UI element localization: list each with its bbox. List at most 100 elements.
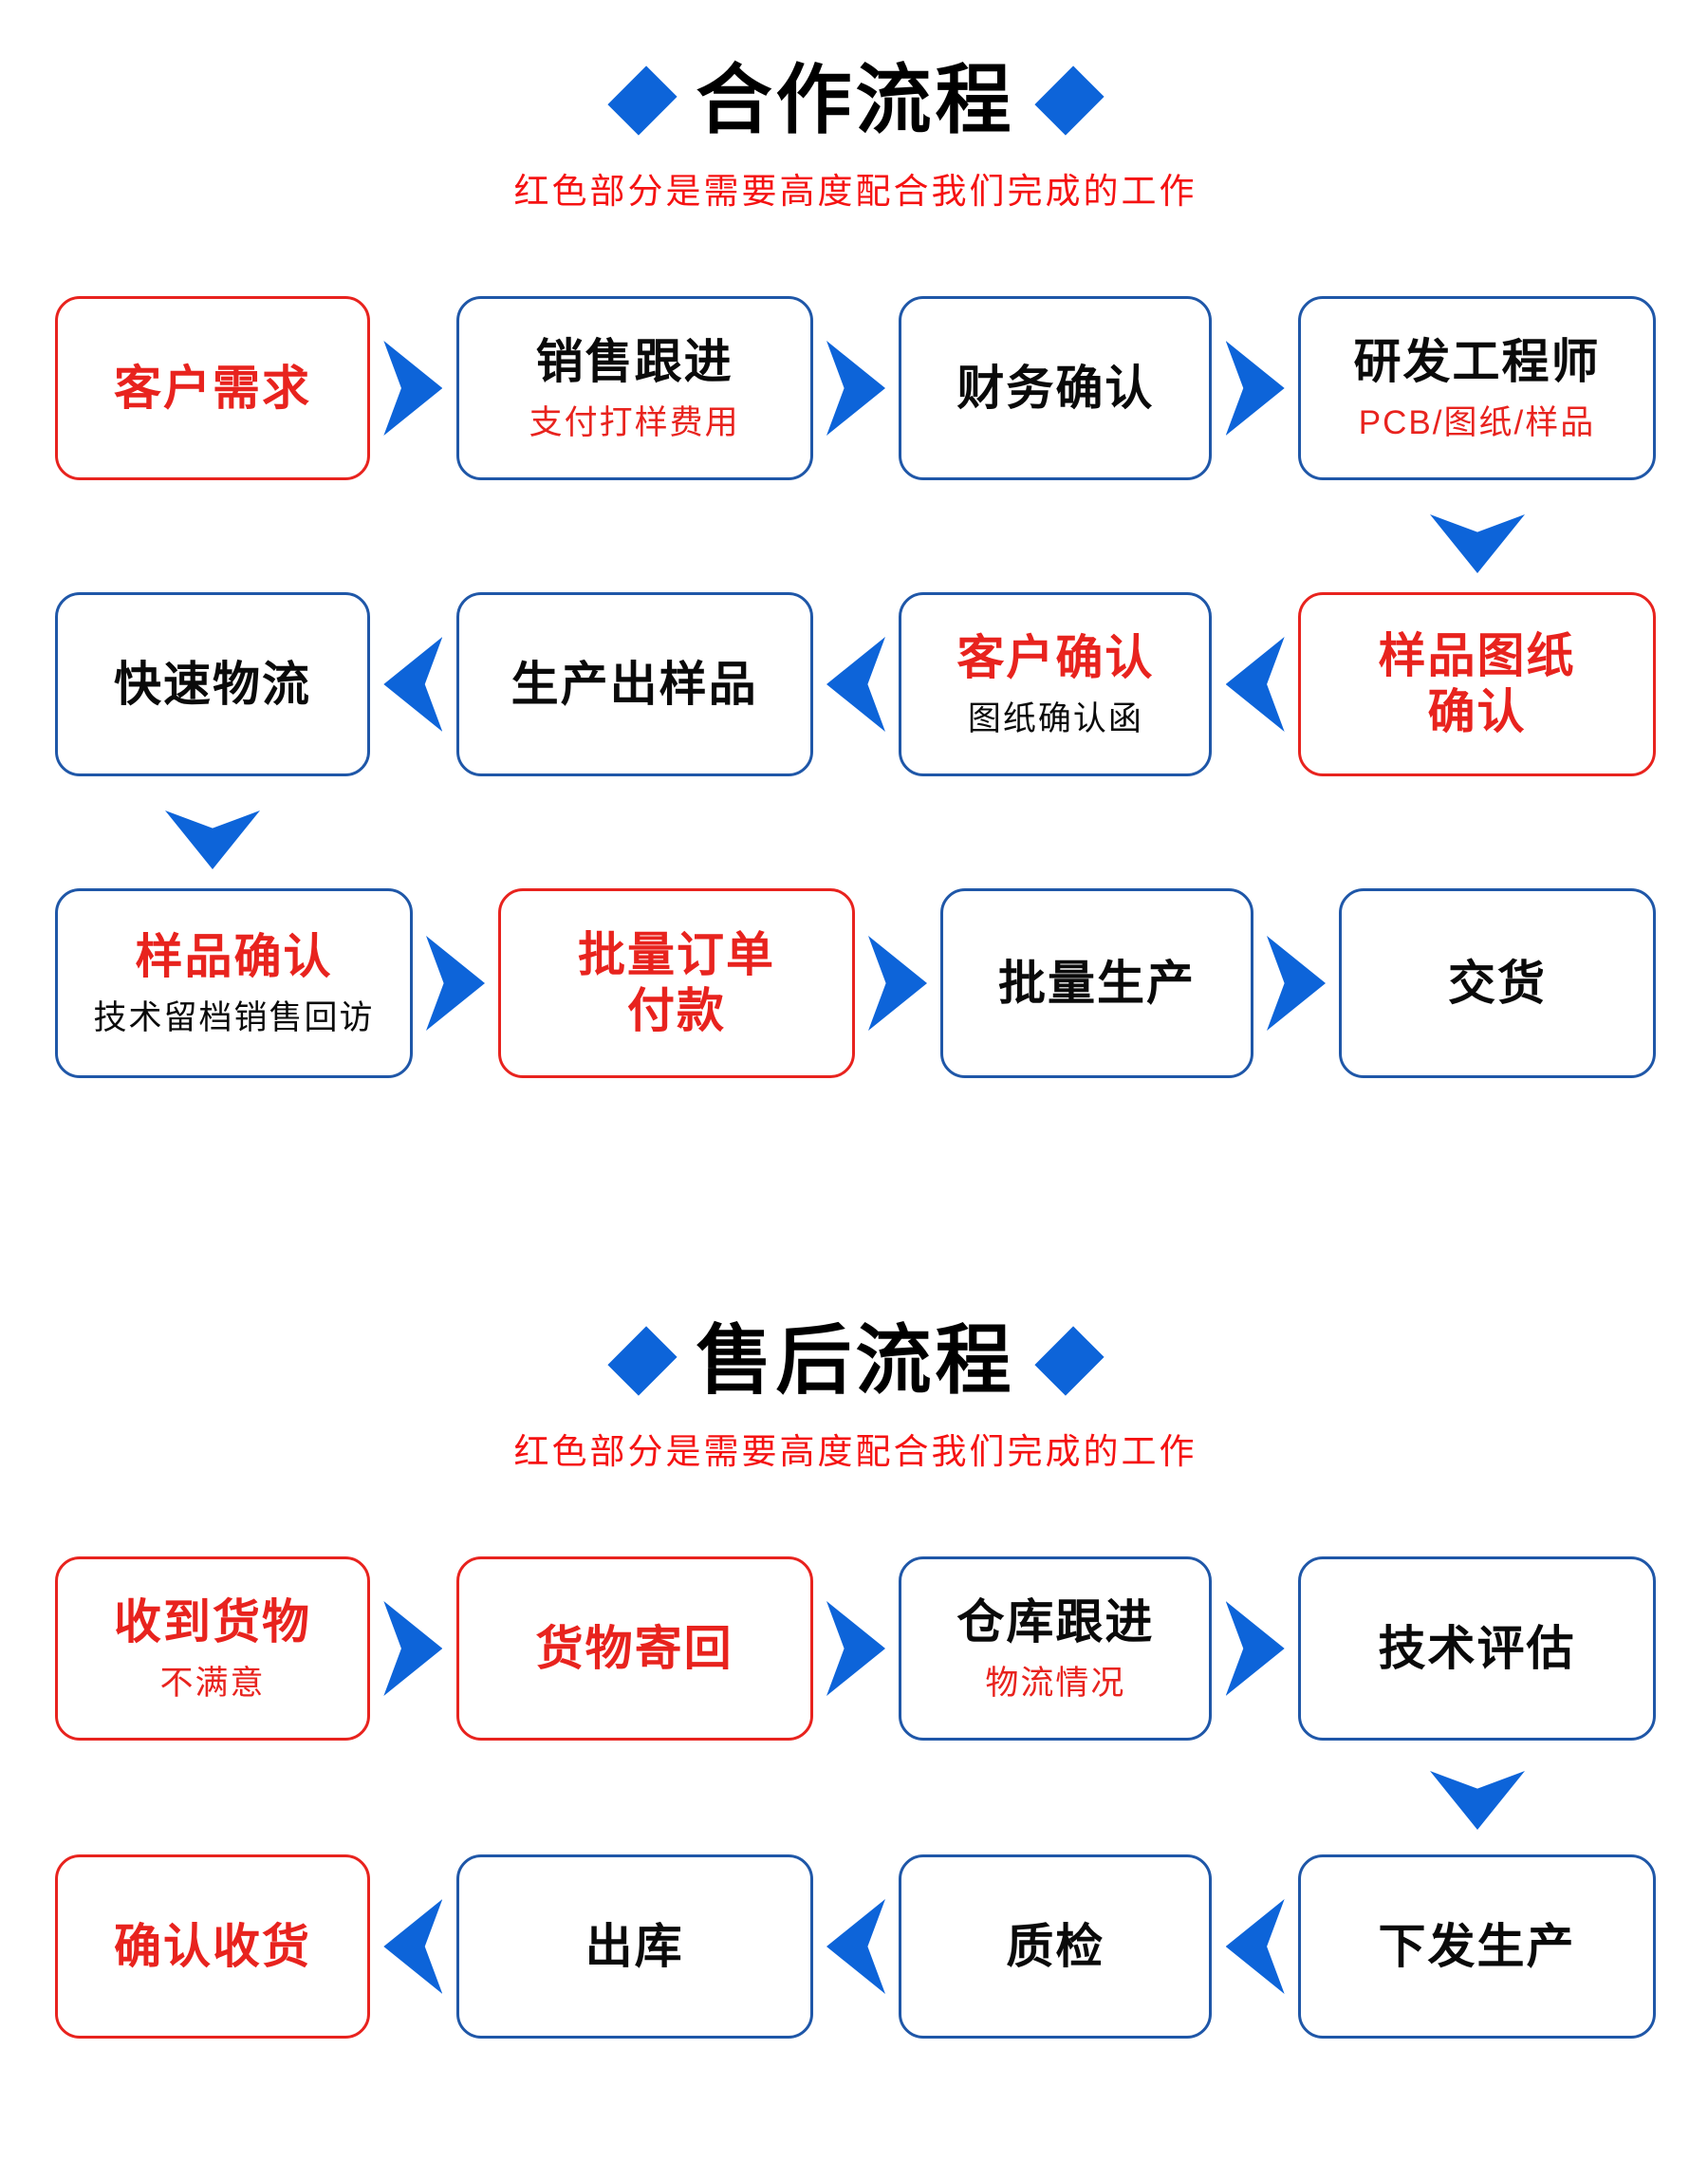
- flow-box-warehouse-follow-up: 仓库跟进 物流情况: [899, 1556, 1213, 1741]
- arrow-left-icon: [826, 1899, 885, 1994]
- flow-box-title: 出库: [585, 1919, 684, 1973]
- diamond-icon: [1033, 65, 1105, 136]
- arrow-cell: [855, 888, 940, 1078]
- flow-row: 收到货物 不满意 货物寄回 仓库跟进 物流情况 技术评估: [55, 1556, 1657, 1741]
- flow-box-title: 下发生产: [1378, 1919, 1576, 1973]
- flow-box-title: 确认收货: [114, 1919, 311, 1973]
- flow-box-title: 批量订单 付款: [578, 928, 775, 1037]
- connector-row: [55, 1771, 1656, 1830]
- flow-box-rd-engineer: 研发工程师 PCB/图纸/样品: [1298, 296, 1657, 480]
- section-title: 售后流程: [696, 1318, 1015, 1403]
- flow-box-bulk-order-payment: 批量订单 付款: [498, 888, 855, 1078]
- flow-box-subtitle: PCB/图纸/样品: [1358, 404, 1596, 442]
- flow-row: 确认收货 出库 质检 下发生产: [55, 1854, 1657, 2039]
- flow-box-customer-demand: 客户需求: [55, 296, 370, 480]
- flow-box-fast-logistics: 快速物流: [55, 592, 370, 776]
- flow-box-sample-drawing-confirm: 样品图纸 确认: [1298, 592, 1657, 776]
- flow-box-title: 仓库跟进: [956, 1595, 1155, 1649]
- flow-row: 快速物流 生产出样品 客户确认 图纸确认函 样品图纸 确认: [55, 592, 1657, 776]
- section-subtitle: 红色部分是需要高度配合我们完成的工作: [513, 1432, 1197, 1471]
- arrow-right-icon: [383, 1601, 443, 1696]
- arrow-cell: [1212, 296, 1298, 480]
- arrow-cell: [370, 1556, 456, 1741]
- flow-box-title: 客户确认: [956, 631, 1155, 685]
- flow-box-title: 批量生产: [998, 956, 1196, 1010]
- flow-box-title: 研发工程师: [1353, 335, 1601, 389]
- flow-box-goods-received: 收到货物 不满意: [55, 1556, 370, 1741]
- arrow-right-icon: [826, 1601, 885, 1696]
- flow-box-quality-inspection: 质检: [899, 1854, 1213, 2039]
- arrow-left-icon: [826, 637, 885, 732]
- flow-row: 客户需求 销售跟进 支付打样费用 财务确认 研发工程师 PCB/图纸/样品: [55, 296, 1657, 480]
- section-header: 售后流程 红色部分是需要高度配合我们完成的工作: [55, 1317, 1656, 1473]
- diamond-icon: [606, 1326, 678, 1396]
- arrow-cell: [813, 592, 900, 776]
- flow-box-title: 质检: [1006, 1919, 1105, 1973]
- arrow-right-icon: [868, 936, 927, 1031]
- arrow-cell: [370, 296, 456, 480]
- arrow-cell: [1253, 888, 1339, 1078]
- arrow-right-icon: [1225, 341, 1285, 436]
- flow-box-title: 样品图纸 确认: [1378, 629, 1576, 738]
- flow-box-issue-production: 下发生产: [1298, 1854, 1657, 2039]
- flow-box-title: 收到货物: [114, 1595, 311, 1649]
- section-header: 合作流程 红色部分是需要高度配合我们完成的工作: [55, 57, 1656, 213]
- flow-box-subtitle: 技术留档销售回访: [93, 999, 375, 1037]
- arrow-cell: [370, 1854, 456, 2039]
- arrow-right-icon: [426, 936, 485, 1031]
- flow-box-title: 财务确认: [956, 361, 1155, 415]
- flow-box-out-of-warehouse: 出库: [455, 1854, 813, 2039]
- arrow-down-icon: [1430, 1771, 1525, 1830]
- arrow-right-icon: [826, 341, 885, 436]
- arrow-left-icon: [1225, 637, 1285, 732]
- arrow-left-icon: [383, 637, 443, 732]
- flow-box-title: 技术评估: [1378, 1621, 1576, 1675]
- arrow-right-icon: [383, 341, 443, 436]
- flow-box-subtitle: 支付打样费用: [529, 404, 740, 442]
- flow-box-title: 销售跟进: [535, 335, 733, 389]
- flow-box-title: 货物寄回: [535, 1621, 733, 1675]
- arrow-right-icon: [1267, 936, 1326, 1031]
- arrow-cell: [813, 1556, 900, 1741]
- connector-row: [55, 514, 1656, 573]
- arrow-right-icon: [1225, 1601, 1285, 1696]
- arrow-cell: [813, 1854, 900, 2039]
- flow-box-goods-returned: 货物寄回: [455, 1556, 813, 1741]
- flow-box-confirm-receipt: 确认收货: [55, 1854, 370, 2039]
- arrow-cell: [1212, 592, 1298, 776]
- flow-box-title: 生产出样品: [511, 657, 758, 711]
- flow-box-title: 快速物流: [114, 657, 311, 711]
- arrow-cell: [413, 888, 498, 1078]
- arrow-down-icon: [1430, 514, 1525, 573]
- section-title-row: 合作流程: [55, 57, 1656, 144]
- diamond-icon: [1033, 1326, 1105, 1396]
- flow-box-delivery: 交货: [1339, 888, 1656, 1078]
- flow-box-technical-evaluation: 技术评估: [1298, 1556, 1657, 1741]
- flow-box-produce-sample: 生产出样品: [455, 592, 813, 776]
- arrow-cell: [370, 592, 456, 776]
- cooperation-flow-section: 合作流程 红色部分是需要高度配合我们完成的工作 客户需求 销售跟进 支付打样费用…: [0, 57, 1708, 1078]
- flow-box-title: 客户需求: [114, 361, 311, 415]
- flow-box-sample-confirm: 样品确认 技术留档销售回访: [55, 888, 413, 1078]
- flow-box-subtitle: 物流情况: [985, 1665, 1126, 1703]
- arrow-down-icon: [165, 810, 260, 869]
- section-title-row: 售后流程: [55, 1317, 1656, 1405]
- section-subtitle: 红色部分是需要高度配合我们完成的工作: [513, 172, 1197, 211]
- flow-box-bulk-production: 批量生产: [940, 888, 1253, 1078]
- flow-box-title: 样品确认: [135, 930, 333, 984]
- flow-box-subtitle: 图纸确认函: [967, 700, 1143, 738]
- arrow-cell: [1212, 1854, 1298, 2039]
- flow-box-sales-follow-up: 销售跟进 支付打样费用: [455, 296, 813, 480]
- connector-row: [55, 810, 1656, 869]
- flow-row: 样品确认 技术留档销售回访 批量订单 付款 批量生产 交货: [55, 888, 1656, 1078]
- flow-box-subtitle: 不满意: [159, 1665, 266, 1703]
- flow-box-finance-confirm: 财务确认: [899, 296, 1213, 480]
- arrow-cell: [1212, 1556, 1298, 1741]
- flow-box-title: 交货: [1448, 956, 1547, 1010]
- arrow-left-icon: [383, 1899, 443, 1994]
- arrow-left-icon: [1225, 1899, 1285, 1994]
- section-title: 合作流程: [696, 58, 1015, 142]
- arrow-cell: [813, 296, 900, 480]
- after-sales-flow-section: 售后流程 红色部分是需要高度配合我们完成的工作 收到货物 不满意 货物寄回 仓库…: [0, 1317, 1708, 2039]
